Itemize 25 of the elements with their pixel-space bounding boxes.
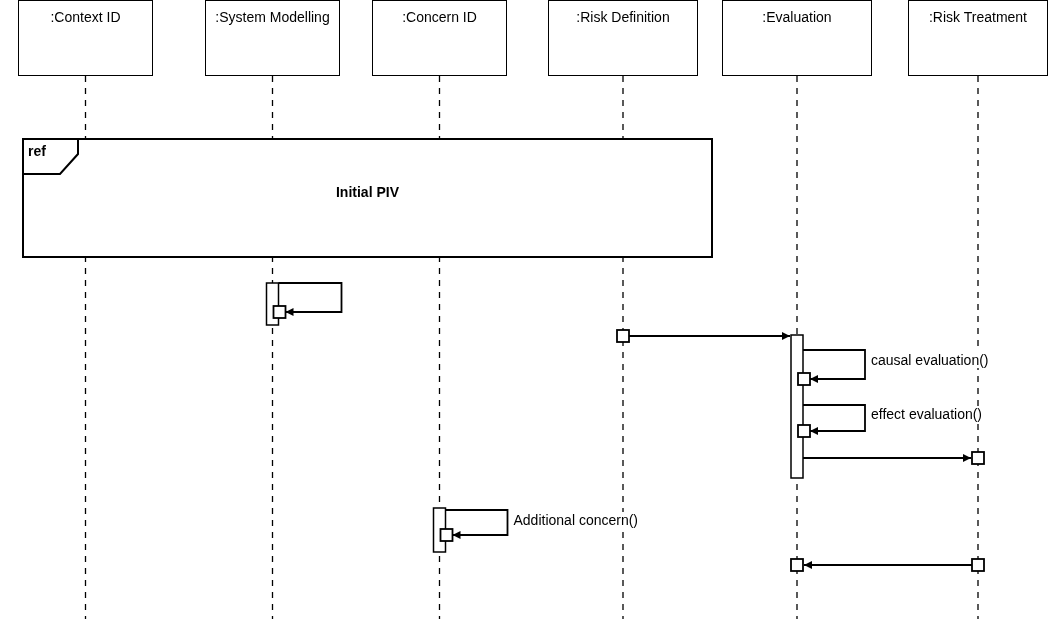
message-arrow [628,332,791,340]
message-arrow [803,561,973,569]
lifeline-head: :Risk Definition [548,0,698,76]
message-arrow [802,349,866,383]
activation-bar [790,334,804,479]
lifeline [18,0,153,619]
lifeline-head: :Context ID [18,0,153,76]
lifeline-head: :Evaluation [722,0,872,76]
message-arrow [802,404,866,435]
message-arrow [802,454,972,462]
lifeline [722,0,872,619]
lifeline-head: :Risk Treatment [908,0,1048,76]
ref-frame [22,138,713,258]
frame-tag-text: ref [28,143,46,159]
lifeline [372,0,507,619]
message-arrow [444,509,509,539]
message-label: causal evaluation() [870,352,990,368]
message-arrow [277,282,343,316]
message-label: Additional concern() [512,512,639,528]
message-label: effect evaluation() [870,406,984,422]
activation-bar [265,282,280,326]
activation-bar [432,507,447,553]
frame-title: Initial PIV [335,184,400,200]
lifeline-head: :System Modelling [205,0,340,76]
lifeline-head: :Concern ID [372,0,507,76]
